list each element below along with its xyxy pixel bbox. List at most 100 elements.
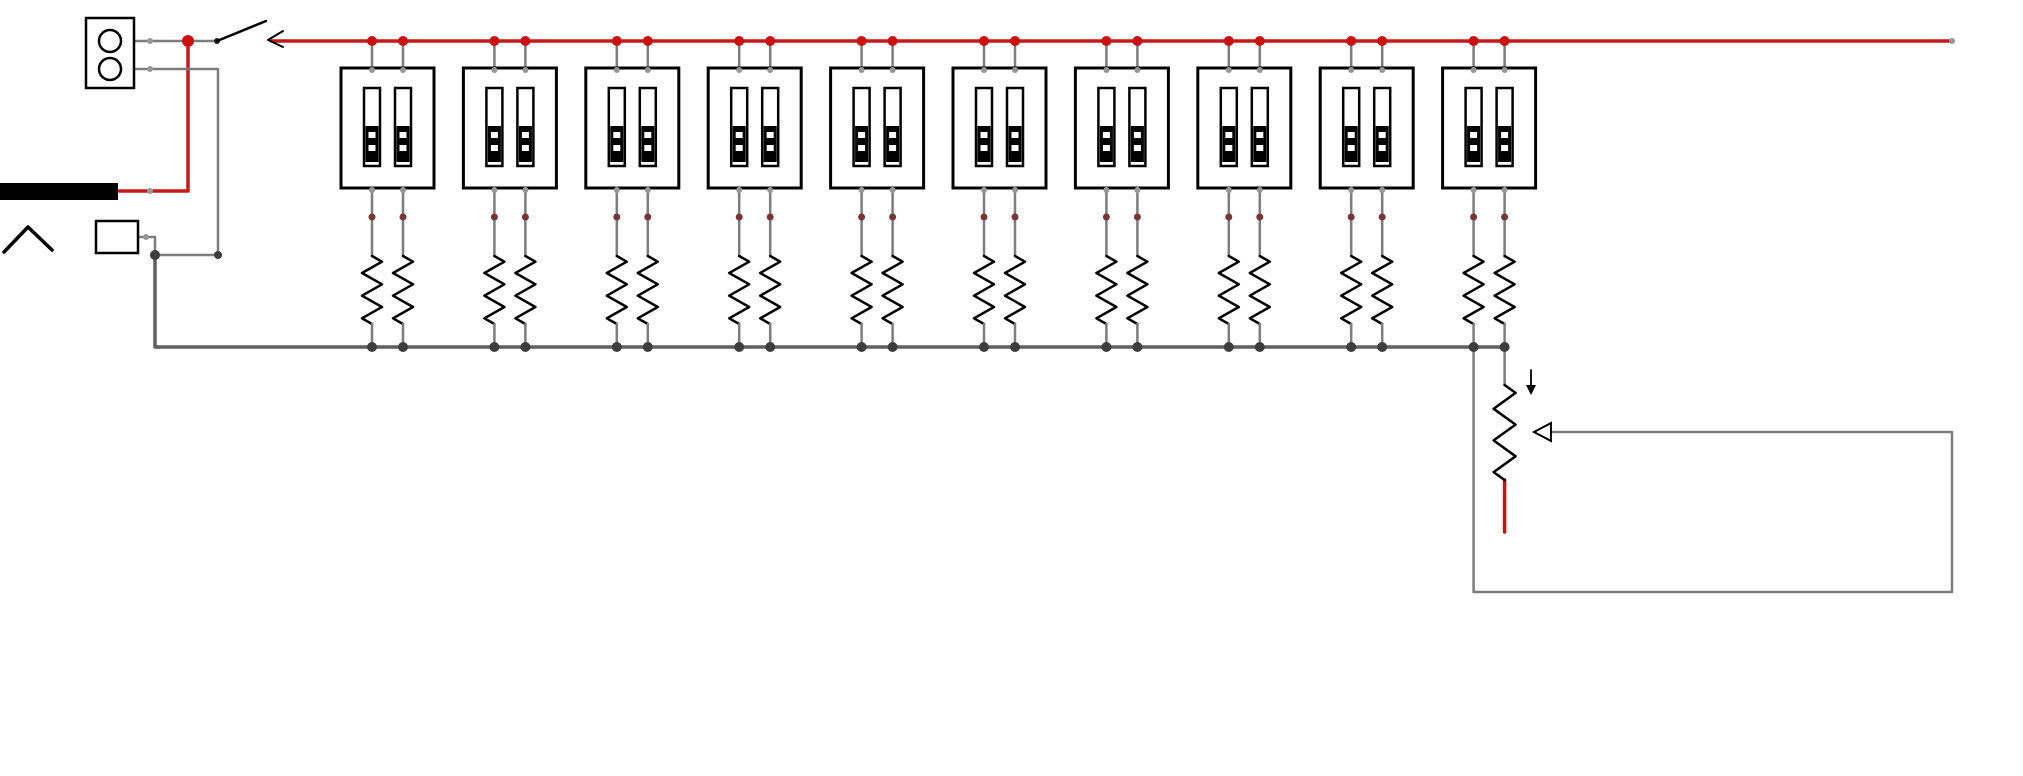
slide-switch-actuator[interactable] [396,126,410,162]
slide-switch[interactable] [852,86,871,168]
slide-switch-actuator[interactable] [763,126,777,162]
slide-switch-actuator[interactable] [1222,126,1236,162]
slide-switch[interactable] [1219,86,1239,168]
slide-switch-actuator[interactable] [1375,126,1389,162]
slide-switch-actuator[interactable] [641,126,655,162]
pin-dot [981,67,987,73]
slide-switch[interactable] [607,86,627,168]
actuator-mark [1470,145,1478,151]
slide-switch[interactable] [729,86,749,168]
power-rail-dot [1499,36,1510,46]
lead-dot [368,213,376,221]
slide-switch[interactable] [1097,86,1116,168]
resistor-zigzag [972,254,996,326]
power-rail-dot [856,36,867,46]
slide-switch-actuator[interactable] [1467,126,1481,162]
lead-dot [1225,213,1233,221]
ground-rail-dot [1132,342,1143,352]
resistor-zigzag [1126,254,1149,326]
rail-end-dot [1949,38,1955,44]
slide-switch-actuator[interactable] [1498,126,1512,162]
slide-switch-actuator[interactable] [886,126,900,162]
actuator-mark [521,132,529,138]
actuator-mark [1347,145,1355,151]
wires [117,39,1954,594]
resistor-zigzag [605,254,629,326]
actuator-mark [1011,145,1019,151]
slide-switch[interactable] [516,86,535,168]
dip-module-body [1073,66,1170,190]
slide-switch[interactable] [883,86,902,168]
resistor-zigzag [483,254,506,326]
resistor [1370,186,1394,349]
dip-switch-module[interactable] [1073,39,1170,190]
slide-switch-actuator[interactable] [977,126,991,162]
power-rail-dot [1132,36,1143,46]
slide-switch[interactable] [1005,86,1025,168]
terminal-pin-top [97,28,123,54]
resistor [360,186,384,349]
power-rail-dot [1346,36,1357,46]
potentiometer[interactable] [1492,369,1552,482]
slide-switch-actuator[interactable] [1099,126,1113,162]
dip-switch-module[interactable] [339,39,436,190]
slide-switch[interactable] [1250,86,1270,168]
slide-switch-actuator[interactable] [1253,126,1267,162]
slide-switch-actuator[interactable] [365,126,379,162]
dip-module-body [339,66,436,190]
slide-switch-actuator[interactable] [855,126,869,162]
terminal-pin-bottom [97,56,123,82]
power-terminal [84,16,136,90]
pin-dot [767,67,774,73]
slide-switch[interactable] [760,86,780,168]
slide-switch[interactable] [485,86,504,168]
dip-switch-module[interactable] [1441,39,1538,190]
resistor [1095,186,1118,349]
ground-rail-dot [1010,342,1020,352]
slide-switch-actuator[interactable] [518,126,532,162]
pin-dot [644,67,651,73]
actuator-mark [1256,132,1264,138]
power-rail-dot [398,36,408,46]
pin-dot [858,67,865,73]
dip-switch-module[interactable] [1318,39,1415,190]
dip-switch-module[interactable] [951,39,1048,190]
actuator-mark [1501,132,1509,138]
actuator-mark [521,145,529,151]
slide-switch-actuator[interactable] [1130,126,1144,162]
pin-dot [1470,187,1477,193]
slide-switch[interactable] [1495,86,1514,168]
power-rail-dot [1010,36,1020,46]
resistor-zigzag [514,254,537,326]
slide-switch-actuator[interactable] [1008,126,1022,162]
slide-switch[interactable] [1372,86,1392,168]
dip-switch-module[interactable] [584,39,681,190]
resistor [1126,186,1149,349]
power-switch[interactable] [214,19,284,48]
lead-dot [399,213,407,221]
slide-switch[interactable] [362,86,382,168]
slide-switch[interactable] [1128,86,1147,168]
slide-switch[interactable] [1341,86,1361,168]
slide-switch[interactable] [1464,86,1483,168]
pin-dot [889,67,896,73]
slide-switch[interactable] [974,86,994,168]
slide-switch-actuator[interactable] [1344,126,1358,162]
dip-switch-module[interactable] [706,39,803,190]
slide-switch-actuator[interactable] [610,126,624,162]
resistor [605,186,629,349]
slide-switch-actuator[interactable] [487,126,501,162]
power-rail-dot [979,36,989,46]
slide-switch-actuator[interactable] [732,126,746,162]
pin-dot [147,188,153,194]
ground-rail-dot [856,342,867,352]
dip-switch-module[interactable] [829,39,926,190]
junction-dots [143,35,1955,352]
dip-switch-module[interactable] [461,39,558,190]
slide-switch[interactable] [638,86,658,168]
actuator-mark [1378,145,1386,151]
slide-switch[interactable] [393,86,413,168]
dip-switch-module[interactable] [1196,39,1293,190]
actuator-mark [490,132,498,138]
